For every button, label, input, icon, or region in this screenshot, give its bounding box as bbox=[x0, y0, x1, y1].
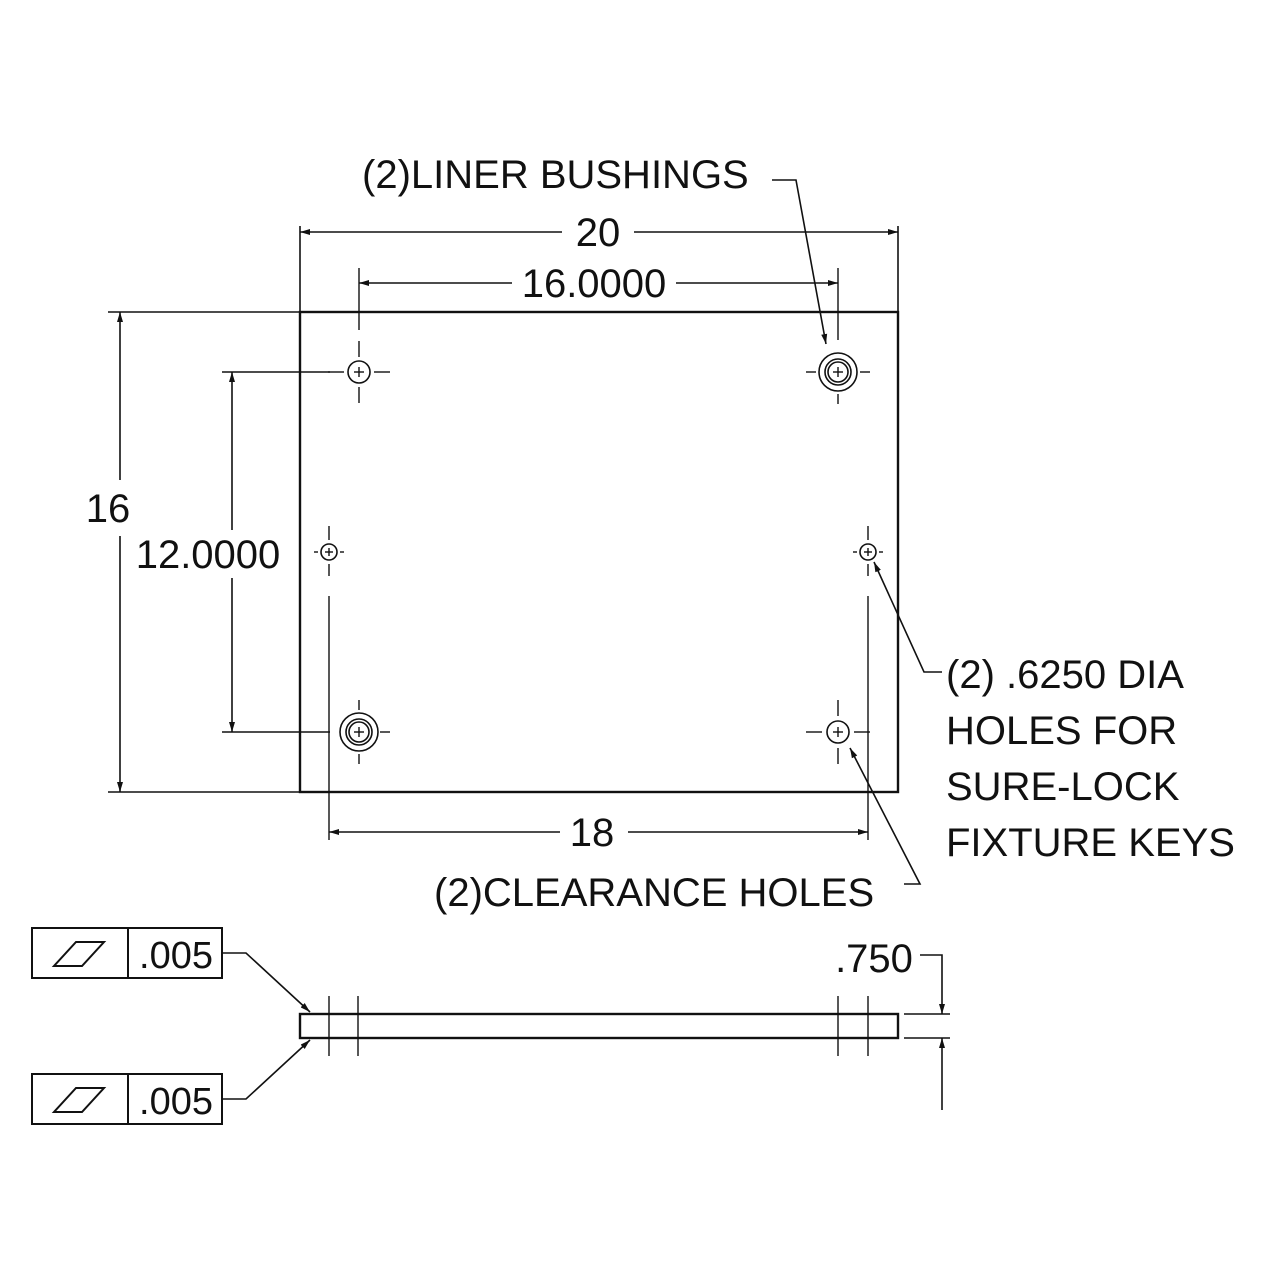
top-view: 20 16.0000 16 12.0000 18 bbox=[86, 153, 1235, 915]
dimension-key-hole-spacing: 18 bbox=[329, 811, 868, 855]
liner-bushing-top-right bbox=[806, 268, 870, 404]
key-hole-right bbox=[853, 526, 883, 840]
dim-bushing-spacing-y-text: 12.0000 bbox=[136, 533, 281, 577]
dim-thickness-text: .750 bbox=[835, 937, 913, 981]
flatness-bottom-value: .005 bbox=[139, 1081, 213, 1123]
callout-clearance-holes: (2)CLEARANCE HOLES bbox=[434, 747, 922, 915]
flatness-frame-bottom: .005 bbox=[31, 1039, 311, 1125]
dimension-overall-width: 20 bbox=[300, 211, 898, 255]
dim-bushing-spacing-x-text: 16.0000 bbox=[522, 262, 667, 306]
dim-overall-height-text: 16 bbox=[86, 487, 131, 531]
liner-bushing-bottom-left bbox=[339, 700, 390, 764]
dimension-bushing-spacing-x: 16.0000 bbox=[359, 262, 838, 306]
dimension-bushing-spacing-y: 12.0000 bbox=[136, 371, 330, 733]
flatness-icon bbox=[51, 941, 107, 967]
key-hole-left bbox=[314, 526, 344, 840]
key-holes-label-line-4: FIXTURE KEYS bbox=[946, 821, 1235, 865]
side-view: .750 .005 .005 bbox=[31, 927, 950, 1125]
plate-outline bbox=[298, 310, 900, 794]
dim-overall-width-text: 20 bbox=[576, 211, 621, 255]
dim-key-hole-spacing-text: 18 bbox=[570, 811, 615, 855]
plate-side-profile bbox=[298, 1012, 900, 1040]
key-holes-label-line-2: HOLES FOR bbox=[946, 709, 1177, 753]
dimension-thickness: .750 bbox=[835, 937, 950, 1110]
callout-liner-bushings: (2)LINER BUSHINGS bbox=[362, 153, 828, 345]
clearance-hole-bottom-right bbox=[806, 700, 870, 764]
flatness-frame-top: .005 bbox=[31, 927, 311, 1013]
flatness-top-value: .005 bbox=[139, 935, 213, 977]
key-holes-label-line-1: (2) .6250 DIA bbox=[946, 653, 1184, 697]
flatness-icon bbox=[51, 1087, 107, 1113]
key-holes-label: (2) .6250 DIA HOLES FOR SURE-LOCK FIXTUR… bbox=[946, 653, 1235, 865]
callout-key-holes: (2) .6250 DIA HOLES FOR SURE-LOCK FIXTUR… bbox=[873, 561, 1235, 865]
dimension-overall-height: 16 bbox=[86, 312, 131, 792]
clearance-holes-label: (2)CLEARANCE HOLES bbox=[434, 871, 874, 915]
key-holes-label-line-3: SURE-LOCK bbox=[946, 765, 1180, 809]
clearance-hole-top-left bbox=[328, 268, 390, 403]
liner-bushings-label: (2)LINER BUSHINGS bbox=[362, 153, 749, 197]
